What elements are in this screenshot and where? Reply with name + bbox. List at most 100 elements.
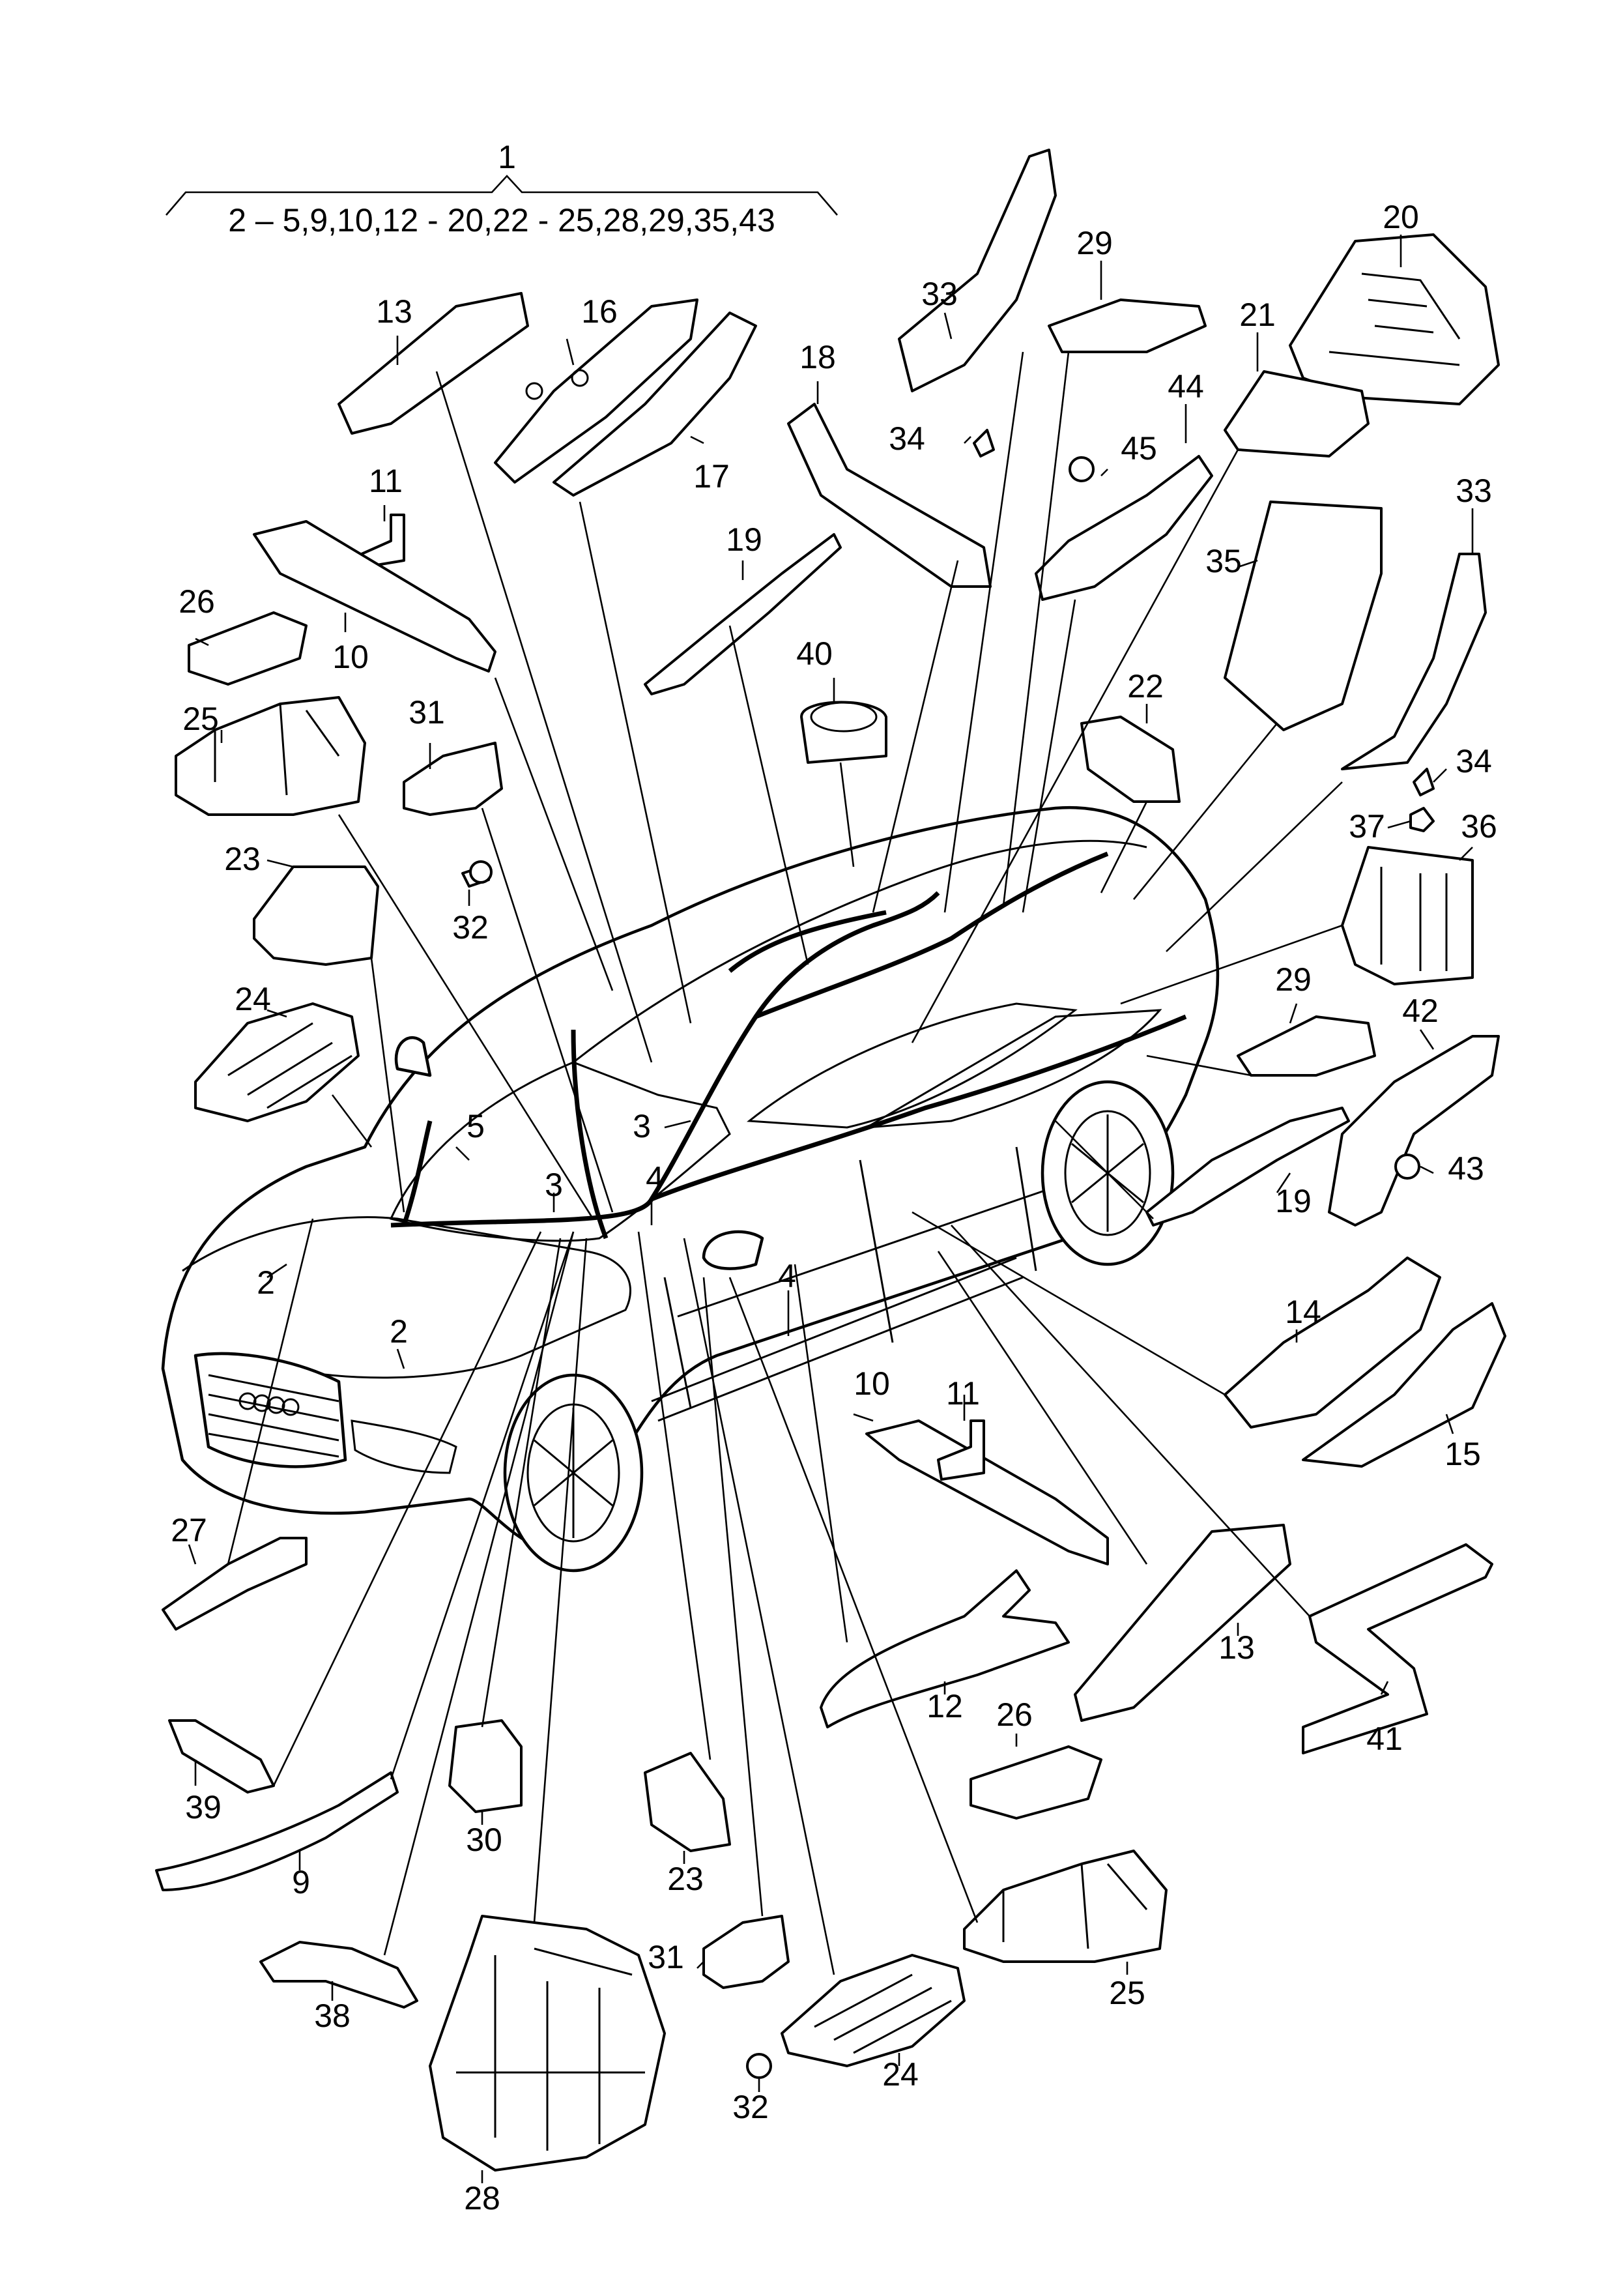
part-31-bracket-top xyxy=(403,742,503,816)
part-32-screw-bottom xyxy=(746,2053,772,2079)
leader-18-car xyxy=(872,560,959,913)
part-43-screw xyxy=(1394,1154,1420,1180)
callouts: 13 16 17 11 26 10 25 31 23 32 24 18 19 4… xyxy=(171,199,1497,2216)
logo-ring-3 xyxy=(267,1396,285,1414)
leader-2a xyxy=(266,1263,287,1279)
part-25-detail xyxy=(214,703,340,796)
part-23-holder-bottom xyxy=(644,1752,731,1852)
leader-35-car xyxy=(1132,723,1278,900)
parts xyxy=(155,149,1506,2172)
callout-37: 37 xyxy=(1349,808,1385,845)
callout-41: 41 xyxy=(1366,1721,1403,1757)
callout-44: 44 xyxy=(1168,368,1204,405)
leader-19b-car xyxy=(1055,1120,1154,1219)
grille-bars xyxy=(208,1374,339,1458)
callout-18: 18 xyxy=(799,339,836,375)
callout-3-b: 3 xyxy=(545,1167,563,1203)
leader-10a-car xyxy=(494,677,614,991)
callout-19-right: 19 xyxy=(1275,1183,1312,1219)
leader-29b xyxy=(1289,1003,1298,1024)
callout-2-b: 2 xyxy=(390,1313,408,1350)
part-41-duct xyxy=(1302,1543,1493,1754)
leader-17 xyxy=(690,435,704,444)
leader-34a xyxy=(964,436,971,444)
callout-28: 28 xyxy=(464,2180,500,2216)
callout-2-a: 2 xyxy=(257,1264,275,1301)
harness-a-pillar xyxy=(571,1029,609,1240)
leader-37 xyxy=(1387,820,1411,829)
part-34-clip-right xyxy=(1413,768,1435,796)
part-42-duct xyxy=(1328,1035,1500,1227)
part-24b-detail xyxy=(814,1973,952,2054)
leader-19b xyxy=(1276,1172,1291,1193)
harness-floor xyxy=(650,1014,1187,1202)
leader-27-car xyxy=(227,1218,314,1565)
callout-27: 27 xyxy=(171,1512,207,1548)
clip-16a xyxy=(525,382,543,400)
leader-23a-car xyxy=(370,957,405,1213)
leader-34b xyxy=(1433,768,1447,783)
callout-31: 31 xyxy=(409,694,445,731)
leader-38-car xyxy=(383,1231,575,1956)
callout-22: 22 xyxy=(1127,668,1164,705)
harness-main-left xyxy=(390,891,940,1228)
part-10-rail-bottom xyxy=(865,1419,1109,1565)
part-12-sill xyxy=(820,1569,1070,1728)
part-45-screw xyxy=(1069,456,1095,482)
leader-41 xyxy=(1380,1681,1389,1695)
wiring-harness xyxy=(390,851,1187,1240)
callout-12: 12 xyxy=(926,1688,963,1724)
leader-28-car xyxy=(533,1238,588,1923)
part-24-tray-top xyxy=(194,1002,360,1122)
logo-ring-4 xyxy=(281,1398,300,1416)
part-36-module xyxy=(1341,846,1474,985)
callout-26-bottom: 26 xyxy=(996,1696,1033,1733)
callout-13: 13 xyxy=(376,293,412,330)
leader-29b-car xyxy=(1146,1054,1252,1077)
leader-35 xyxy=(1237,559,1258,568)
callout-14: 14 xyxy=(1285,1294,1321,1330)
callout-42: 42 xyxy=(1402,993,1439,1029)
callout-19: 19 xyxy=(726,521,762,558)
leader-45 xyxy=(1100,469,1108,476)
callout-32-bottom: 32 xyxy=(732,2089,769,2125)
callout-26: 26 xyxy=(179,583,215,620)
leader-9-car xyxy=(390,1231,575,1780)
callout-4-b: 4 xyxy=(778,1258,796,1294)
callout-11-bottom: 11 xyxy=(946,1375,980,1412)
part-37-nut xyxy=(1409,807,1435,832)
harness-headliner xyxy=(728,910,887,973)
part-16-trim xyxy=(494,298,698,484)
front-spokes xyxy=(534,1408,613,1538)
headlight xyxy=(351,1419,457,1474)
side-mirror xyxy=(702,1230,764,1270)
leader-13a-car xyxy=(435,371,653,1063)
callout-33: 33 xyxy=(921,276,958,312)
part-10-rail-top xyxy=(253,520,496,673)
leader-10b xyxy=(853,1413,874,1422)
leader-33a-car xyxy=(943,351,1024,913)
leader-29a-car xyxy=(1002,351,1070,907)
callout-23-bottom: 23 xyxy=(667,1861,704,1897)
assembly-contents: 2 – 5,9,10,12 - 20,22 - 25,28,29,35,43 xyxy=(228,202,775,239)
callout-45: 45 xyxy=(1121,430,1157,467)
assembly-bracket xyxy=(165,175,838,216)
part-14-trim xyxy=(1224,1257,1441,1429)
part-36-detail xyxy=(1380,867,1448,971)
leader-44-car xyxy=(1022,599,1076,913)
part-44-bracket xyxy=(1035,455,1213,601)
callout-10: 10 xyxy=(332,639,369,675)
part-23-holder-top xyxy=(253,865,379,966)
callout-25-bottom: 25 xyxy=(1109,1975,1145,2011)
part-29-trim-top xyxy=(1048,298,1207,353)
part-25b-detail xyxy=(1002,1863,1148,1949)
callout-24-bottom: 24 xyxy=(882,2056,919,2093)
logo-ring-1 xyxy=(238,1392,257,1410)
leader-lines xyxy=(188,235,1474,2183)
part-13-duct-top xyxy=(338,292,529,435)
part-27-bracket xyxy=(162,1537,308,1631)
callout-34-right: 34 xyxy=(1456,743,1492,779)
callout-24: 24 xyxy=(235,981,271,1017)
part-19-strip-top xyxy=(644,533,842,695)
